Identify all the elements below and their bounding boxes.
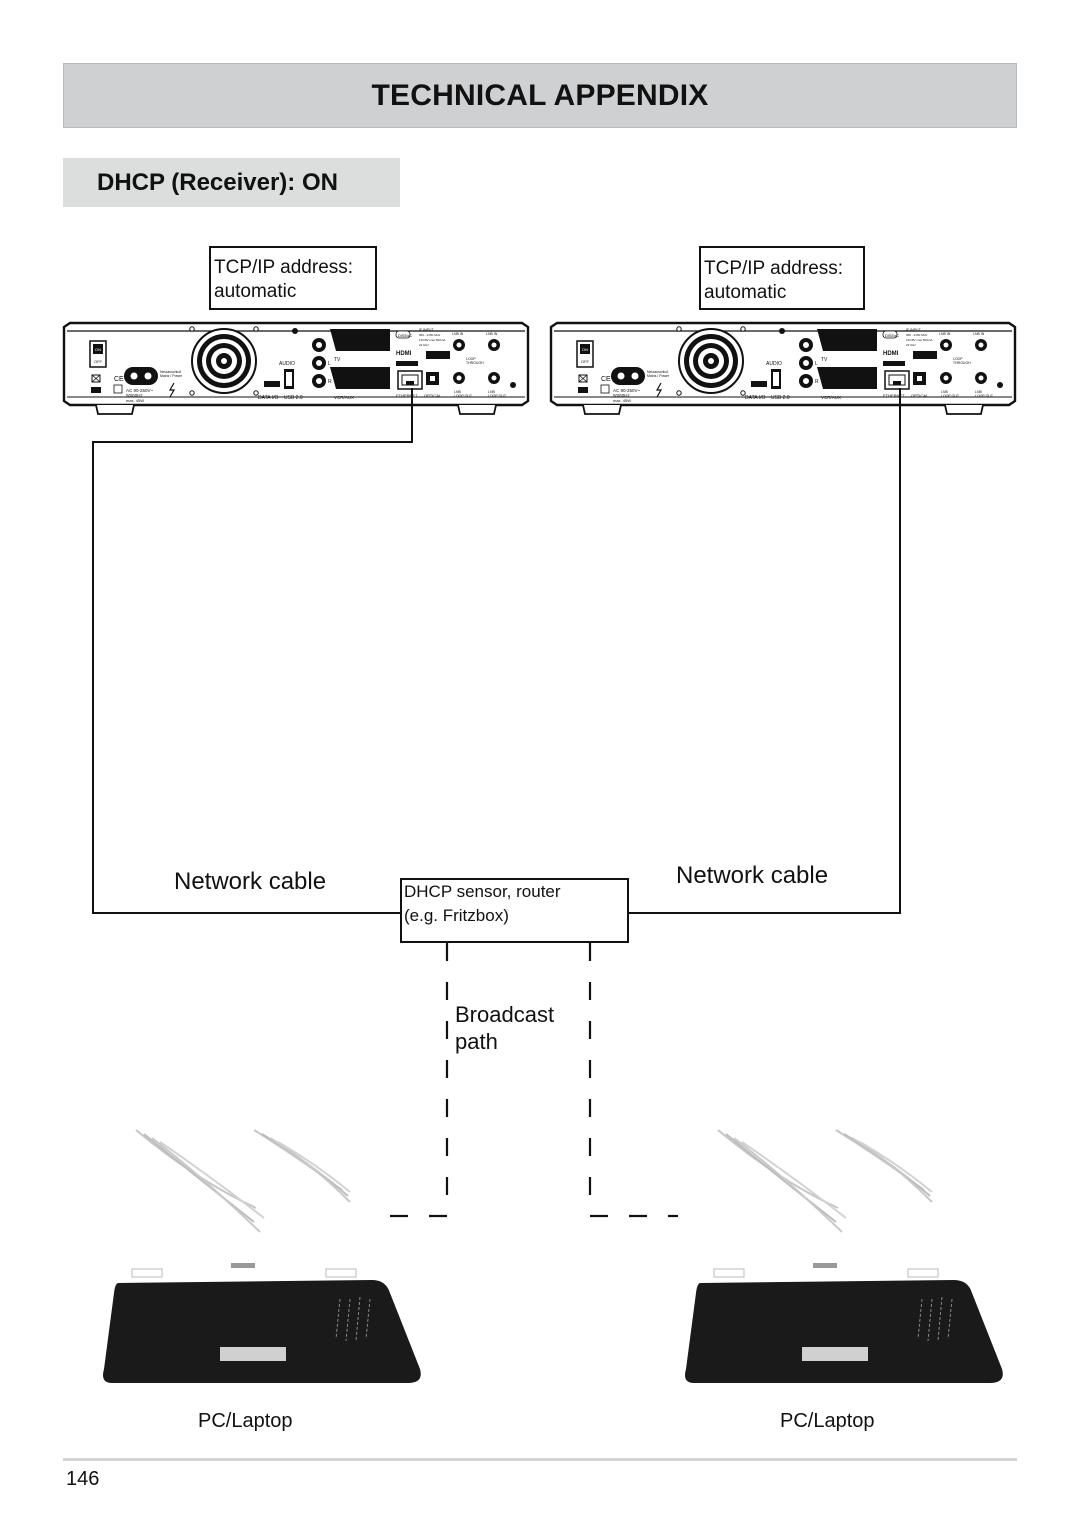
laptop-right-icon (684, 1262, 1004, 1384)
receiver-right (549, 321, 1017, 416)
broadcast-path-label-line2: path (455, 1029, 498, 1054)
section-title: DHCP (Receiver): ON (97, 168, 338, 196)
pc-right-label: PC/Laptop (780, 1410, 875, 1432)
router-box: DHCP sensor, router (e.g. Fritzbox) (400, 878, 629, 943)
page-number: 146 (66, 1468, 100, 1490)
broadcast-path-left-line (388, 943, 449, 1218)
footer-divider (63, 1458, 1017, 1461)
page-title: TECHNICAL APPENDIX (371, 78, 709, 112)
receiver-left (62, 321, 530, 416)
network-cable-right-line (628, 388, 901, 914)
receiver-right-label-line1: TCP/IP address: (704, 258, 844, 279)
router-label-line2: (e.g. Fritzbox) (404, 906, 509, 925)
router-label-line1: DHCP sensor, router (404, 882, 561, 901)
network-cable-left-label: Network cable (174, 868, 327, 895)
receiver-right-label-line2: automatic (704, 282, 787, 303)
wireless-waves-left (135, 1129, 351, 1233)
pc-left-label: PC/Laptop (198, 1410, 293, 1432)
laptop-left-icon (102, 1262, 422, 1384)
network-cable-left-line (92, 388, 413, 914)
broadcast-path-right-line (588, 943, 678, 1218)
receiver-right-label-box: TCP/IP address: automatic (699, 246, 865, 310)
receiver-left-label-line2: automatic (214, 281, 297, 302)
receiver-left-label-line1: TCP/IP address: (214, 257, 354, 278)
section-header: DHCP (Receiver): ON (63, 158, 400, 207)
wireless-waves-right (717, 1129, 933, 1233)
broadcast-path-label-line1: Broadcast (455, 1002, 555, 1027)
receiver-left-label-box: TCP/IP address: automatic (209, 246, 377, 310)
page-header: TECHNICAL APPENDIX (63, 63, 1017, 128)
network-cable-right-label: Network cable (676, 862, 829, 889)
